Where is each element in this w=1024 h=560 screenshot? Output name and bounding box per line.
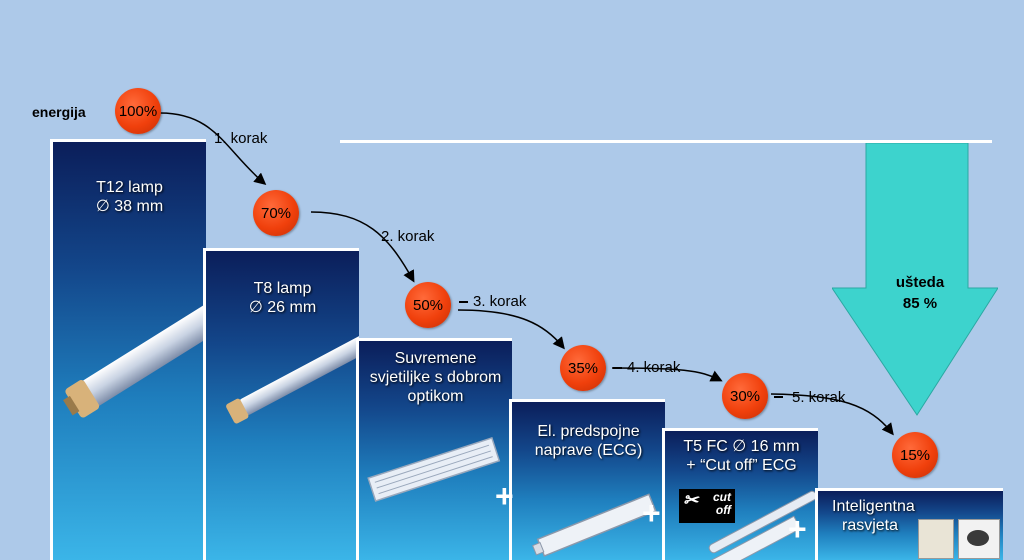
ecg-ballast-image [531,493,657,557]
step-t5-label: T5 FC ∅ 16 mm + “Cut off” ECG [665,437,818,475]
step-intelligent-line2: rasvjeta [842,517,899,534]
arrow-step-2 [310,211,415,283]
cutoff-logo: ✂ cut off [679,489,735,523]
step-t5-line1: T5 FC ∅ 16 mm [683,438,800,455]
korak-label-4: 4. korak [627,359,681,376]
savings-baseline [340,140,992,143]
korak-label-2: 2. korak [381,228,435,245]
arrow-step-3 [457,309,565,350]
step-t8-lamp: T8 lamp ∅ 26 mm [203,248,359,560]
korak-label-5: 5. korak [792,389,846,406]
step-t8-line1: T8 lamp [253,280,312,297]
step-luminaires-label: Suvremene svjetiljke s dobrom optikom [359,349,512,406]
step-t8-line2: ∅ 26 mm [248,299,317,316]
korak-label-3: 3. korak [473,293,527,310]
scissors-icon: ✂ [683,490,699,510]
luminaire-image [367,437,501,502]
arrow-step-1 [157,112,267,185]
plus-sign-2: + [642,495,661,531]
step-t12-lamp: T12 lamp ∅ 38 mm [50,139,206,560]
step-t5-fc: T5 FC ∅ 16 mm + “Cut off” ECG ✂ cut off [662,428,818,560]
step-luminaires-line2: svjetiljke s dobrom [369,369,502,386]
cutoff-logo-line1: cut [713,490,731,504]
step-ecg-label: El. predspojne naprave (ECG) [512,422,665,460]
step-modern-luminaires: Suvremene svjetiljke s dobrom optikom [356,338,512,560]
arrow-step-5 [770,393,894,436]
plus-sign-3: + [788,511,807,547]
ceiling-sensor-icon [958,519,1000,559]
step-luminaires-line3: optikom [407,388,464,405]
savings-arrow [832,143,998,416]
step-t12-line1: T12 lamp [96,179,163,196]
step-t12-line2: ∅ 38 mm [95,198,164,215]
step-ecg-line1: El. predspojne [537,423,640,440]
sensor-switch-icon [918,519,954,559]
savings-label: ušteda 85 % [870,272,970,314]
step-intelligent-line1: Inteligentna [832,498,915,515]
energy-label: energija [32,104,86,120]
cutoff-logo-line2: off [715,503,731,517]
step-ecg-line2: naprave (ECG) [534,442,643,459]
arrow-step-4 [611,367,723,382]
t12-tube-image [63,282,206,418]
step-ecg: El. predspojne naprave (ECG) [509,399,665,560]
korak-label-1: 1. korak [214,130,268,147]
step-luminaires-line1: Suvremene [394,350,477,367]
step-t8-label: T8 lamp ∅ 26 mm [206,279,359,317]
percent-circle-100: 100% [115,88,161,134]
step-t5-line2: + “Cut off” ECG [686,457,797,474]
percent-circle-15: 15% [892,432,938,478]
savings-value: 85 % [902,295,938,312]
percent-circle-35: 35% [560,345,606,391]
step-intelligent-label: Inteligentna rasvjeta [832,497,1003,535]
percent-circle-30: 30% [722,373,768,419]
savings-word: ušteda [895,274,945,291]
step-t12-label: T12 lamp ∅ 38 mm [53,178,206,216]
plus-sign-1: + [495,478,514,514]
t8-tube-image [226,323,359,424]
percent-circle-50: 50% [405,282,451,328]
step-intelligent-lighting: Inteligentna rasvjeta [815,488,1003,560]
percent-circle-70: 70% [253,190,299,236]
